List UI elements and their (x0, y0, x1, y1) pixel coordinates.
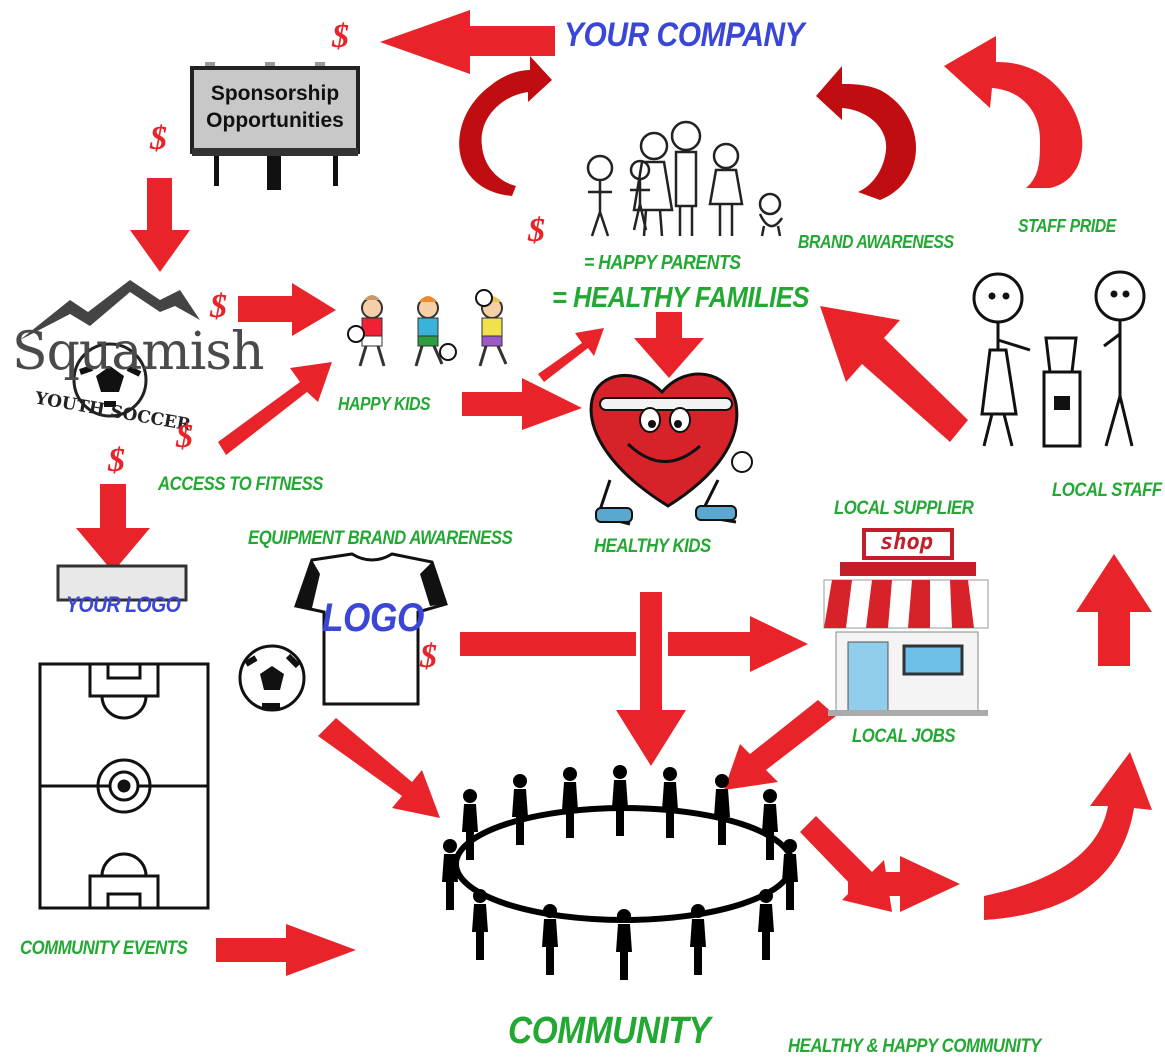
page-title: YOUR COMPANY (564, 16, 805, 54)
arrow-dollar-to-kids (238, 283, 336, 336)
squamish-logo-graphic (20, 280, 200, 418)
billboard-line-1: Sponsorship (210, 82, 340, 105)
family-graphic (586, 120, 784, 237)
arrow-to-healthy-community (800, 816, 892, 912)
label-community-events: COMMUNITY EVENTS (20, 938, 188, 959)
label-healthy-kids: HEALTHY KIDS (594, 536, 711, 557)
arrow-curve-right-dark (816, 66, 917, 200)
arrow-families-to-heart (634, 312, 704, 378)
label-local-staff: LOCAL STAFF (1052, 480, 1162, 501)
arrow-staff-to-families (820, 306, 968, 442)
arrow-company-to-sponsorship (380, 10, 555, 74)
arrow-fitness-to-kids (218, 362, 332, 455)
label-staff-pride: STAFF PRIDE (1018, 216, 1116, 236)
dollar-sign-family: $ (528, 212, 545, 249)
dollar-sign-shirt: $ (420, 638, 437, 675)
arrow-events-to-community (216, 924, 356, 976)
happy-kids-graphic (347, 289, 508, 367)
arrow-staff-pride (944, 36, 1083, 188)
logo-squamish-text: Squamish (12, 322, 265, 382)
billboard (190, 62, 360, 190)
arrow-sponsorship-down (130, 178, 190, 272)
soccer-field-graphic (38, 564, 210, 910)
arrow-shirt-diag (318, 718, 440, 818)
billboard-line-2: Opportunities (206, 109, 344, 132)
local-staff-graphic (972, 270, 1146, 448)
arrow-center-down (616, 592, 686, 766)
dollar-sign-squamish: $ (108, 442, 125, 479)
label-community: COMMUNITY (508, 1010, 711, 1052)
label-healthy-families: = HEALTHY FAMILIES (552, 282, 810, 314)
arrow-curve-up (984, 752, 1152, 920)
label-equipment-brand-awareness: EQUIPMENT BRAND AWARENESS (248, 528, 513, 549)
community-graphic (442, 765, 798, 980)
label-healthy-happy-community: HEALTHY & HAPPY COMMUNITY (788, 1036, 1041, 1057)
tshirt-graphic (238, 552, 448, 712)
label-happy-parents: = HAPPY PARENTS (584, 252, 741, 274)
dollar-sign-fitness: $ (176, 418, 193, 455)
arrow-shop-to-community (724, 700, 836, 790)
label-local-jobs: LOCAL JOBS (852, 726, 956, 747)
arrow-to-shop (668, 616, 808, 672)
arrow-up-to-staff (1076, 554, 1152, 666)
arrow-community-right (848, 856, 960, 912)
heart-graphic (589, 372, 753, 526)
dollar-sign-billboard: $ (150, 120, 167, 157)
dollar-sign-company: $ (332, 18, 349, 55)
arrow-kids-to-families (538, 328, 604, 382)
label-local-supplier: LOCAL SUPPLIER (834, 498, 974, 519)
arrow-kids-to-heart (462, 378, 582, 430)
shop-graphic (823, 528, 989, 716)
shop-sign: shop (880, 530, 933, 555)
label-happy-kids: HAPPY KIDS (338, 394, 431, 414)
label-access-to-fitness: ACCESS TO FITNESS (158, 474, 324, 495)
arrow-squamish-to-field (76, 484, 150, 572)
arrow-shirt-to-community (460, 632, 636, 656)
label-brand-awareness: BRAND AWARENESS (798, 232, 954, 252)
dollar-sign-kids: $ (210, 288, 227, 325)
arrow-curve-left-dark (459, 56, 552, 196)
field-sign-logo: YOUR LOGO (66, 592, 181, 617)
shirt-logo: LOGO (322, 596, 424, 640)
